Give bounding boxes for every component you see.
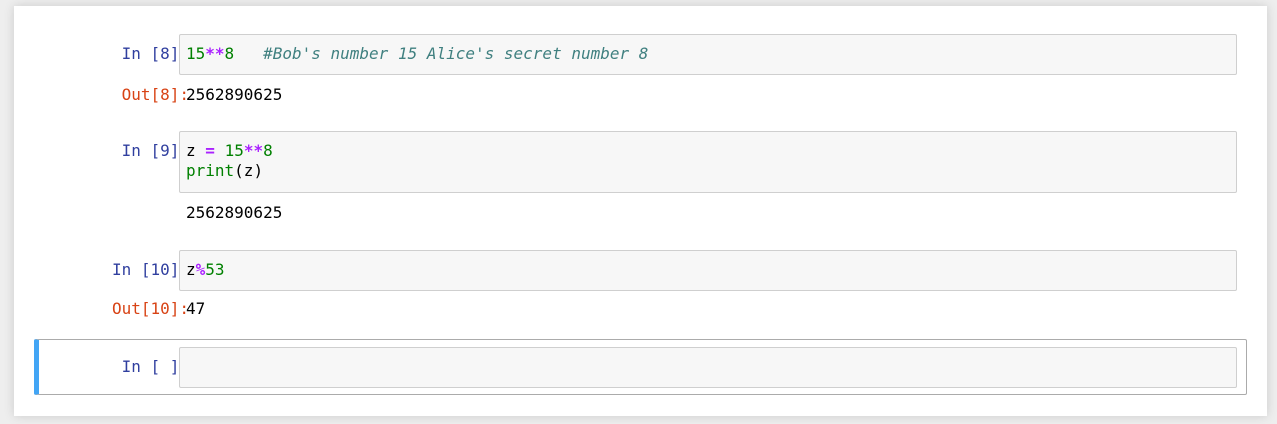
code-token-number: 8 xyxy=(263,141,273,160)
in-prompt: In [10]: xyxy=(111,260,189,279)
code-token-operator: ** xyxy=(243,141,264,160)
code-token-number: 15 xyxy=(224,141,244,160)
in-prompt: In [ ]: xyxy=(121,357,189,376)
code-token-operator: = xyxy=(205,141,215,160)
code-token-number: 53 xyxy=(205,260,225,279)
code-token-operator: % xyxy=(195,260,206,279)
code-token-number: 15 xyxy=(186,44,206,63)
cell-output: 2562890625 xyxy=(186,203,283,222)
code-token-variable: z xyxy=(186,141,196,160)
code-token-variable: z xyxy=(186,260,196,279)
code-input[interactable]: z%53 xyxy=(179,250,1237,291)
cell-output: 47 xyxy=(186,299,206,318)
out-prompt: Out[10]: xyxy=(111,299,189,318)
cell-output: 2562890625 xyxy=(186,85,283,104)
code-input[interactable]: z = 15**8 print(z) xyxy=(179,131,1237,193)
code-token-builtin: print xyxy=(186,161,235,180)
code-input-empty[interactable] xyxy=(179,347,1237,388)
code-token-comment: #Bob's number 15 Alice's secret number 8 xyxy=(263,44,649,63)
notebook-container: In [8]: 15**8 #Bob's number 15 Alice's s… xyxy=(14,6,1267,416)
code-token-args: (z) xyxy=(234,161,264,180)
in-prompt: In [8]: xyxy=(121,44,189,63)
code-token-space xyxy=(196,141,206,160)
code-token-space xyxy=(215,141,225,160)
code-token-space xyxy=(234,44,263,63)
code-token-number: 8 xyxy=(224,44,235,63)
selected-cell[interactable] xyxy=(34,339,1247,395)
code-input[interactable]: 15**8 #Bob's number 15 Alice's secret nu… xyxy=(179,34,1237,75)
out-prompt: Out[8]: xyxy=(121,85,189,104)
code-token-operator: ** xyxy=(205,44,225,63)
in-prompt: In [9]: xyxy=(121,141,189,160)
